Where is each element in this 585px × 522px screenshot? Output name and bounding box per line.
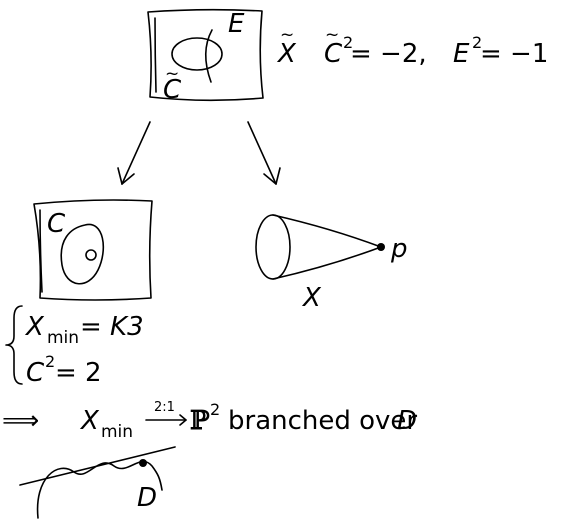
cond1-base: X	[24, 312, 45, 342]
cond2-rhs: = 2	[55, 358, 102, 388]
surface-x-tilde: E C ~	[147, 8, 264, 105]
eq-c-base: C	[324, 39, 343, 69]
cond1-sub: min	[47, 328, 79, 348]
singular-point	[377, 243, 385, 251]
surface-x-tilde-edge	[154, 17, 157, 93]
cone-base	[255, 214, 291, 280]
surface-x-min-frame	[33, 199, 153, 301]
label-p: p	[390, 234, 408, 264]
implication: ⟹ X min 2:1 ℙ 2 branched over D	[2, 400, 417, 442]
impl-sub: min	[101, 422, 133, 442]
cond1-rhs: = K3	[80, 312, 144, 342]
cover-degree: 2:1	[154, 400, 175, 415]
curve-d	[36, 460, 163, 519]
impl-d: D	[397, 406, 417, 436]
branch-curve-d: D	[19, 446, 176, 519]
implies-symbol: ⟹	[2, 406, 39, 436]
left-brace	[5, 305, 23, 385]
label-e: E	[228, 9, 245, 39]
cond2-base: C	[26, 358, 45, 388]
cone-lower-edge	[272, 246, 382, 280]
label-c-tilde: C	[163, 75, 182, 105]
cond2-exp: 2	[45, 352, 55, 371]
arrow-to-contracted-surface	[247, 121, 281, 185]
eq-e-rhs: = −1	[480, 39, 548, 69]
label-c: C	[47, 209, 66, 239]
eq-e-base: E	[453, 39, 470, 69]
surface-x-tilde-frame	[147, 8, 264, 102]
tangency-point	[139, 459, 147, 467]
label-x-tilde-base: X	[276, 39, 297, 69]
eq-e-exp: 2	[472, 33, 482, 52]
cone-upper-edge	[272, 214, 382, 248]
label-x: X	[301, 283, 322, 313]
impl-base: X	[79, 406, 100, 436]
curve-c-node	[85, 249, 97, 261]
eq-c-exp: 2	[343, 33, 353, 52]
curve-c-tilde	[171, 37, 223, 71]
curve-e	[204, 29, 213, 83]
surface-x-min: C	[33, 199, 153, 301]
label-d: D	[137, 483, 157, 513]
projective-plane: ℙ	[190, 406, 210, 436]
tilde-c-tilde: ~	[165, 64, 179, 84]
cone-x: p X	[255, 214, 408, 313]
curve-c	[60, 223, 105, 285]
conditions: X min = K3 C 2 = 2	[5, 305, 144, 388]
self-intersection-equation: C ~ 2 = −2, E 2 = −1	[324, 25, 548, 69]
eq-c-rhs: = −2,	[350, 39, 427, 69]
branched-over-text: branched over	[228, 406, 417, 436]
projective-plane-exp: 2	[210, 400, 220, 419]
label-x-tilde-tilde: ~	[280, 25, 294, 45]
label-x-tilde: X ~	[276, 25, 297, 69]
arrow-to-minimal-model	[117, 121, 151, 185]
eq-c-tilde: ~	[325, 25, 339, 45]
